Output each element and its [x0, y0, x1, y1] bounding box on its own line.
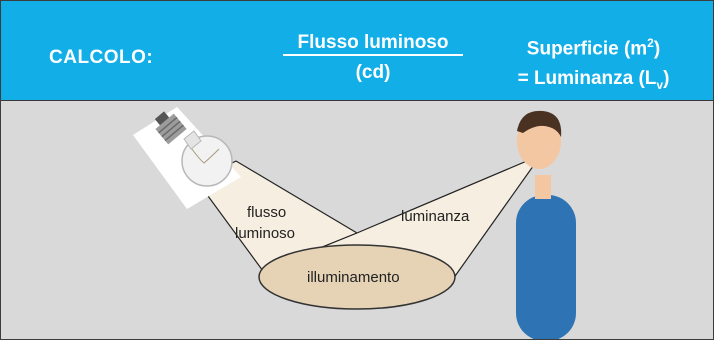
surface-text: Superficie (m	[526, 38, 648, 60]
illuminated-surface	[258, 244, 456, 310]
luminance-text: = Luminanza (L	[517, 68, 657, 90]
label-illuminance: illuminamento	[307, 269, 400, 286]
label-luminance: luminanza	[401, 208, 470, 225]
surface-close: )	[653, 38, 661, 60]
calc-label: CALCOLO:	[49, 47, 154, 68]
lighting-diagram: flusso luminoso luminanza illuminamento	[1, 101, 713, 339]
result-line-luminance: = Luminanza (Lv)	[491, 67, 696, 97]
label-flux-line1: flusso	[247, 204, 286, 221]
luminance-subscript: v	[656, 78, 664, 93]
surface-exponent: 2	[647, 36, 654, 50]
result-line-surface: Superficie (m2)	[491, 31, 696, 61]
formula-denominator: (cd)	[355, 62, 391, 83]
person-hair	[517, 110, 562, 137]
person-neck	[535, 175, 551, 199]
formula-header: CALCOLO: Flusso luminoso (cd) Superficie…	[1, 1, 713, 101]
person-icon	[516, 110, 576, 339]
fraction-bar	[283, 54, 463, 56]
formula-fraction: Flusso luminoso (cd)	[273, 31, 473, 85]
formula-result: Superficie (m2) = Luminanza (Lv)	[491, 31, 696, 97]
person-body	[516, 195, 576, 339]
light-bulb-icon	[133, 107, 241, 209]
formula-numerator: Flusso luminoso	[297, 32, 449, 53]
luminance-close: )	[663, 68, 670, 90]
label-flux-line2: luminoso	[235, 225, 295, 242]
